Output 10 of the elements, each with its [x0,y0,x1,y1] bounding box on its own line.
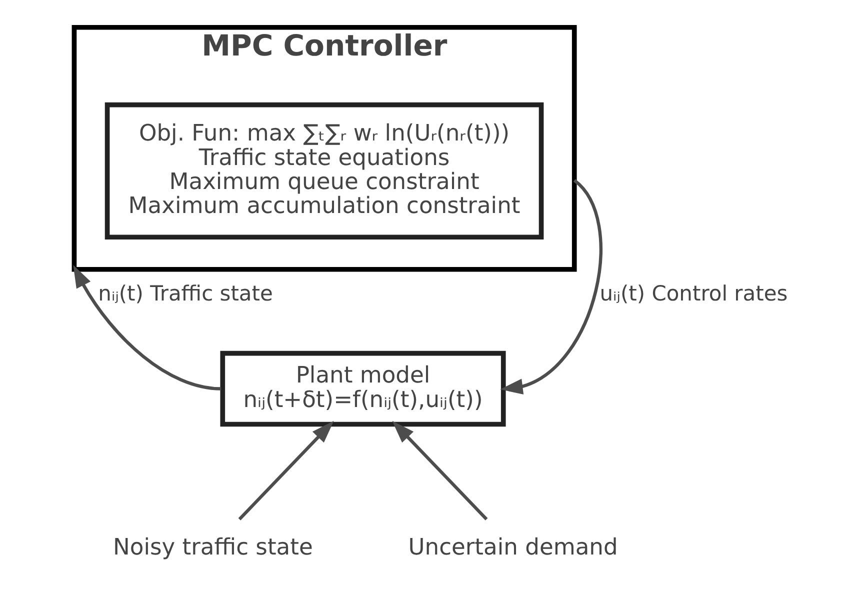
edge-label: uᵢⱼ(t) Control rates [600,282,788,306]
arrow [392,420,488,520]
edge-label: nᵢⱼ(t) Traffic state [98,282,273,306]
arrow [500,179,602,394]
node-box: Plant model nᵢⱼ(t+δt)=f(nᵢⱼ(t),uᵢⱼ(t)) [220,350,506,427]
node-text: Uncertain demand [408,534,618,560]
arrow [73,265,222,390]
node-box: Obj. Fun: max ∑ₜ∑ᵣ wᵣ ln(Uᵣ(nᵣ(t))) Traffic state equations Maximum queue constraint Maximum accumulation constraint [104,102,544,240]
arrow [238,420,334,520]
node-text: Noisy traffic state [113,534,313,560]
